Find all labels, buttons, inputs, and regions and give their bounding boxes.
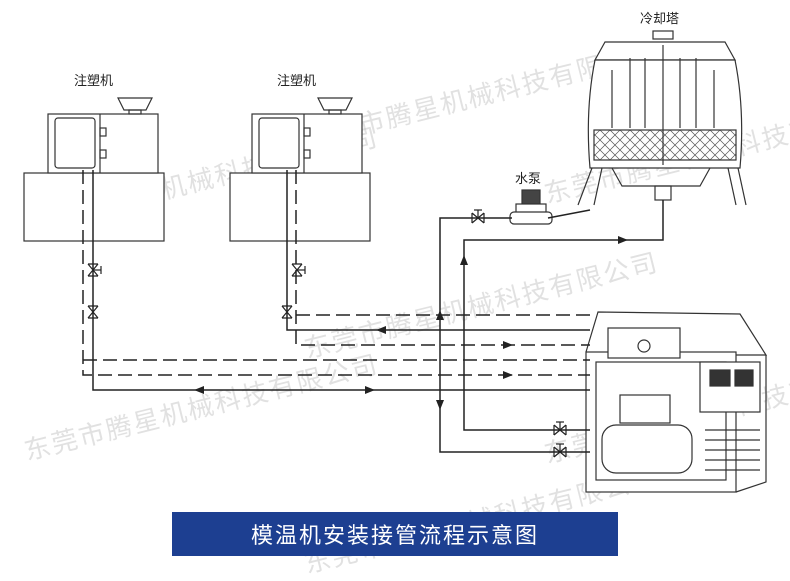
diagram-caption: 模温机安装接管流程示意图 <box>172 512 618 556</box>
label-injection-machine-1: 注塑机 <box>74 74 114 89</box>
dashed-pipes <box>82 170 590 376</box>
valves <box>87 209 567 458</box>
injection-machine-1 <box>23 97 165 242</box>
mold-temperature-controller <box>585 311 768 493</box>
solid-pipes <box>92 170 664 453</box>
flow-arrows <box>194 236 628 410</box>
label-injection-machine-2: 注塑机 <box>277 74 317 89</box>
water-pump <box>509 189 553 225</box>
label-water-pump: 水泵 <box>515 172 542 187</box>
label-cooling-tower: 冷却塔 <box>640 12 680 27</box>
cooling-tower <box>577 30 747 206</box>
injection-machine-2 <box>229 97 371 242</box>
